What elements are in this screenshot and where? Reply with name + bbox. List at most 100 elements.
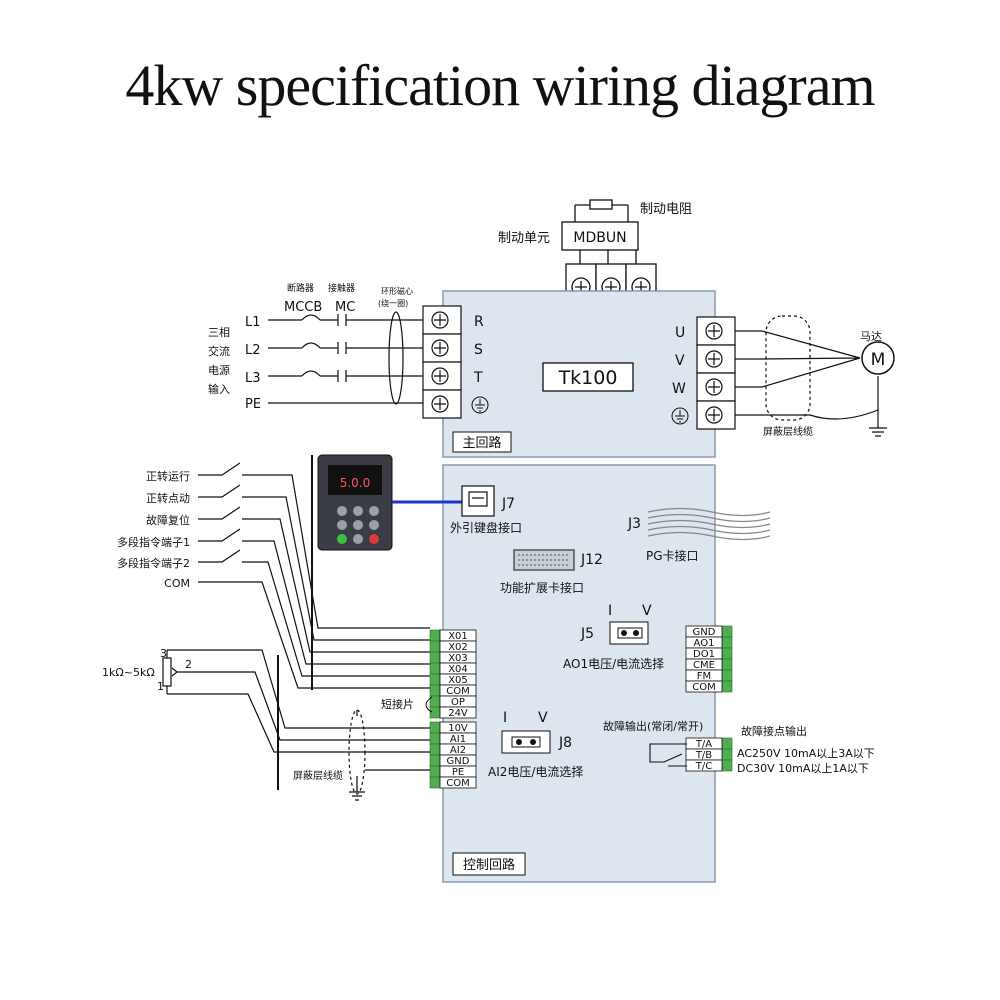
terminal-x-0: X01 xyxy=(429,629,477,642)
j5-desc: AO1电压/电流选择 xyxy=(563,657,664,671)
terminal-screw-icon xyxy=(721,737,733,750)
terminal-label: X02 xyxy=(448,642,468,653)
j7-connector-icon xyxy=(461,485,495,517)
terminal-relay-2: T/C xyxy=(685,759,733,772)
j3-pg-cable xyxy=(647,507,771,541)
model-box xyxy=(542,362,634,392)
terminal-screw-icon xyxy=(429,765,441,778)
terminal-x-5: COM xyxy=(429,684,477,697)
j5-i: I xyxy=(608,603,612,619)
terminal-label: AI2 xyxy=(450,745,466,756)
j8-jumper-icon xyxy=(501,730,551,754)
terminal-strip-relay: T/AT/BT/C xyxy=(685,737,733,772)
j12-connector-icon xyxy=(513,549,575,571)
terminal-t: T xyxy=(473,370,483,386)
terminal-screw-icon xyxy=(721,658,733,671)
mc-label: MC xyxy=(335,300,355,315)
terminal-s: S xyxy=(474,342,483,358)
line-pe: PE xyxy=(245,397,261,412)
source-label-3: 电源 xyxy=(208,363,230,377)
terminal-screw-icon xyxy=(429,673,441,686)
terminal-v: V xyxy=(675,353,685,369)
terminal-ao-4: FM xyxy=(685,669,733,682)
terminal-screw-icon xyxy=(429,640,441,653)
main-circuit-label-box xyxy=(452,431,512,453)
mdbun-box xyxy=(561,221,639,251)
j5-jumper-icon xyxy=(609,621,649,645)
source-label-4: 输入 xyxy=(208,382,230,396)
terminal-label: FM xyxy=(697,671,711,682)
terminal-label: T/B xyxy=(695,750,712,761)
terminal-w: W xyxy=(672,381,686,397)
diagram-title: 4kw specification wiring diagram xyxy=(125,53,875,118)
terminal-screw-icon xyxy=(429,629,441,642)
terminal-ai-1: AI1 xyxy=(429,732,477,745)
shield-label-top: 屏蔽层线缆 xyxy=(763,425,813,438)
terminal-screw-icon xyxy=(429,743,441,756)
terminal-ai-0: 10V xyxy=(429,721,477,734)
j8-label: J8 xyxy=(558,735,572,751)
j7-desc: 外引键盘接口 xyxy=(450,520,522,535)
terminal-label: GND xyxy=(447,756,470,767)
terminal-label: X04 xyxy=(448,664,468,675)
terminal-label: 10V xyxy=(448,723,468,734)
pot-pin-3: 3 xyxy=(160,647,167,660)
terminal-label: GND xyxy=(693,627,716,638)
j7-label: J7 xyxy=(501,496,515,512)
terminal-label: AI1 xyxy=(450,734,466,745)
terminal-label: X01 xyxy=(448,631,468,642)
motor-symbol-text: M xyxy=(871,350,886,370)
brake-unit-label: 制动单元 xyxy=(498,231,550,246)
terminal-relay-0: T/A xyxy=(685,737,733,750)
rating-ac: AC250V 10mA以上3A以下 xyxy=(737,747,875,760)
terminal-screw-icon xyxy=(721,680,733,693)
terminal-label: T/A xyxy=(695,739,712,750)
terminal-x-6: OP xyxy=(429,695,477,708)
digital-input-wiring xyxy=(198,455,430,690)
terminal-screw-icon xyxy=(721,748,733,761)
rating-dc: DC30V 10mA以上1A以下 xyxy=(737,762,869,775)
terminal-x-3: X04 xyxy=(429,662,477,675)
j8-v: V xyxy=(538,710,548,726)
model-name: Tk100 xyxy=(558,367,618,389)
line-l2: L2 xyxy=(245,343,261,358)
ground-icon xyxy=(671,407,689,425)
main-circuit-label: 主回路 xyxy=(462,435,501,451)
j8-desc: AI2电压/电流选择 xyxy=(488,765,583,779)
di-label-1: 正转运行 xyxy=(146,469,190,483)
terminal-ao-5: COM xyxy=(685,680,733,693)
terminal-label: X03 xyxy=(448,653,468,664)
terminal-r: R xyxy=(474,314,484,330)
terminal-ao-3: CME xyxy=(685,658,733,671)
keypad-display: 5.0.0 xyxy=(340,476,371,490)
terminal-screw-icon xyxy=(721,636,733,649)
terminal-label: AO1 xyxy=(694,638,715,649)
terminal-screw-icon xyxy=(721,625,733,638)
j8-i: I xyxy=(503,710,507,726)
fault-contact-label: 故障接点输出 xyxy=(741,724,807,738)
jumper-label: 短接片 xyxy=(381,697,414,711)
j3-label: J3 xyxy=(627,516,641,532)
control-circuit-label: 控制回路 xyxy=(463,857,515,873)
terminal-screw-icon xyxy=(429,721,441,734)
terminal-x-7: 24V xyxy=(429,706,477,719)
control-circuit-box xyxy=(442,464,716,883)
jumper-link xyxy=(425,696,433,713)
main-output-terminal-block xyxy=(696,316,736,430)
terminal-label: PE xyxy=(452,767,464,778)
terminal-screw-icon xyxy=(721,669,733,682)
terminal-ao-0: GND xyxy=(685,625,733,638)
terminal-screw-icon xyxy=(429,651,441,664)
j12-label: J12 xyxy=(580,552,603,568)
line-l3: L3 xyxy=(245,371,261,386)
terminal-screw-icon xyxy=(429,732,441,745)
di-label-5: 多段指令端子2 xyxy=(117,556,190,570)
terminal-ao-2: DO1 xyxy=(685,647,733,660)
keypad-device xyxy=(317,454,393,551)
motor-wiring xyxy=(735,315,887,437)
terminal-label: COM xyxy=(446,778,469,789)
terminal-label: OP xyxy=(451,697,465,708)
